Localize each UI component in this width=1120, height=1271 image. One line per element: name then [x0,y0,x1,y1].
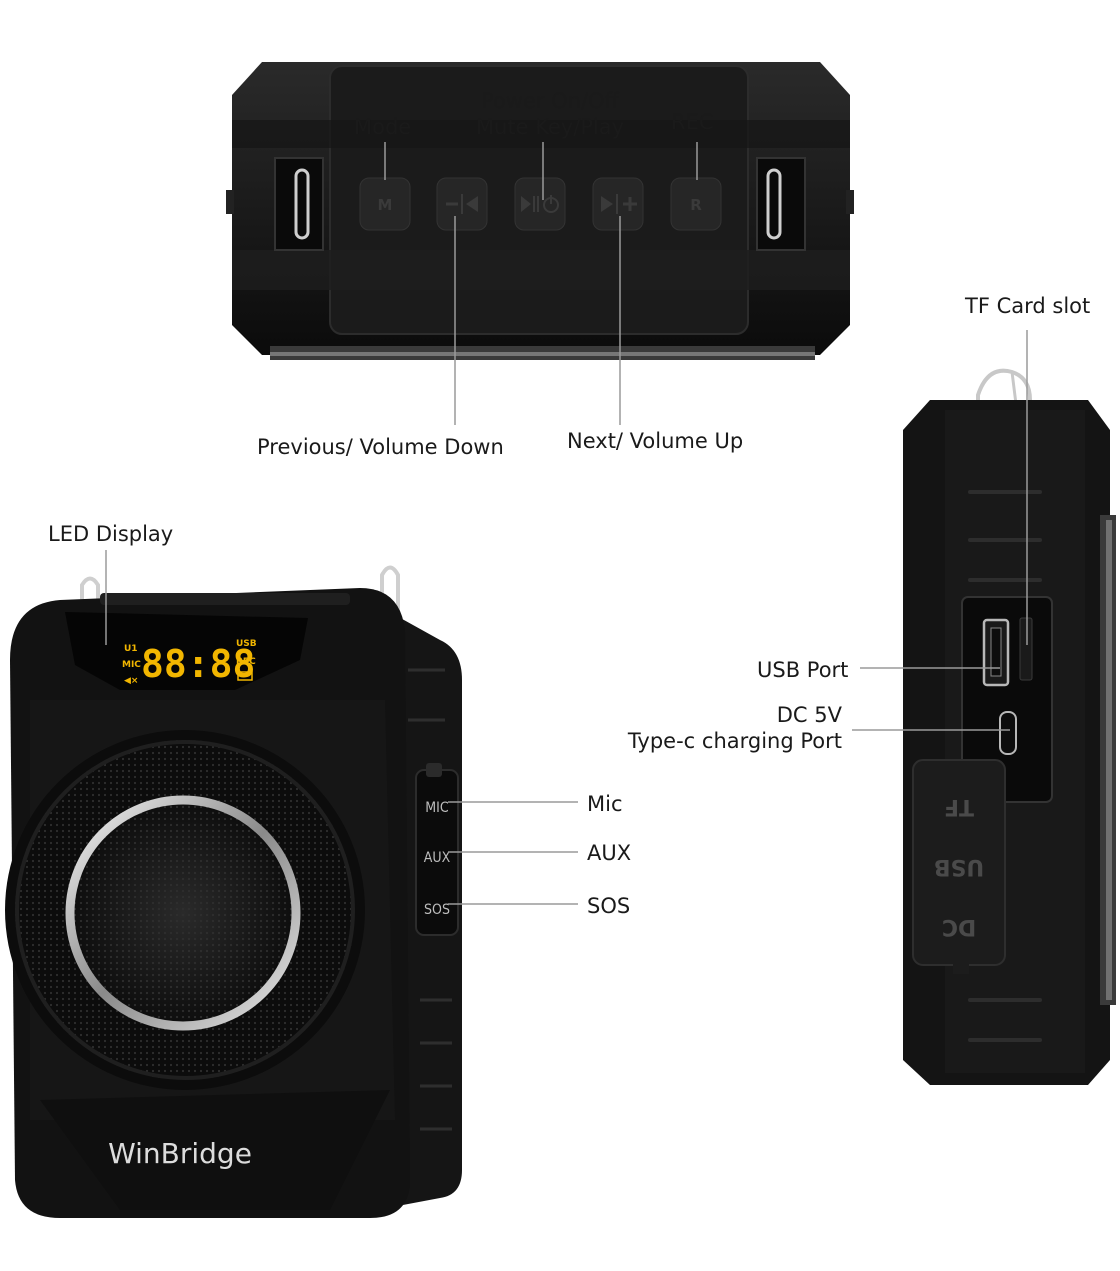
svg-text:DC: DC [942,914,976,939]
left-clip-slot [275,158,323,250]
side-view-device: DC USB TF [903,371,1116,1085]
type-c-charging-port-label: Type-c charging Port [600,728,842,754]
sos-label: SOS [587,893,630,919]
mode-key[interactable]: M [360,178,410,230]
led-display: U1 MIC ◀× 88:88 USB REC [122,639,257,686]
mic-label: Mic [587,791,623,817]
svg-text:M: M [378,196,393,214]
front-view-device: MIC AUX SOS U1 MIC ◀× 88:88 USB REC WinB… [5,568,462,1219]
type-c-port [1000,712,1016,754]
next-volume-up-label: Next/ Volume Up [567,428,743,454]
svg-text:AUX: AUX [424,850,451,866]
power-label-line2: Mute Key/Play [440,114,660,140]
right-clip-slot [757,158,805,250]
previous-volume-down-key[interactable] [437,178,487,230]
svg-text:REC: REC [236,657,256,667]
tf-card-slot-label: TF Card slot [965,293,1090,319]
svg-text:U1: U1 [124,644,138,654]
svg-text:SOS: SOS [424,902,450,918]
svg-text:◀×: ◀× [124,676,138,686]
brand-logo: WinBridge [108,1137,252,1170]
rec-label: REC [671,109,714,135]
power-label-line1: Power On/Off [440,88,660,114]
svg-text:R: R [690,196,702,214]
svg-text:USB: USB [236,639,257,649]
rec-key[interactable]: R [671,178,721,230]
svg-text:MIC: MIC [122,660,141,670]
aux-label: AUX [587,840,631,866]
svg-text:MIC: MIC [425,800,449,816]
port-cover: DC USB TF [913,760,1005,974]
usb-port [984,620,1008,685]
next-volume-up-key[interactable] [593,178,643,230]
svg-text:USB: USB [934,854,984,879]
svg-text:TF: TF [944,794,974,819]
dc-5v-label: DC 5V [600,702,842,728]
led-display-label: LED Display [48,521,173,547]
play-power-mute-key[interactable] [515,178,565,230]
tf-card-slot [1020,618,1032,680]
usb-port-label: USB Port [757,657,848,683]
previous-volume-down-label: Previous/ Volume Down [257,434,504,460]
mode-label: Mode [354,114,411,140]
